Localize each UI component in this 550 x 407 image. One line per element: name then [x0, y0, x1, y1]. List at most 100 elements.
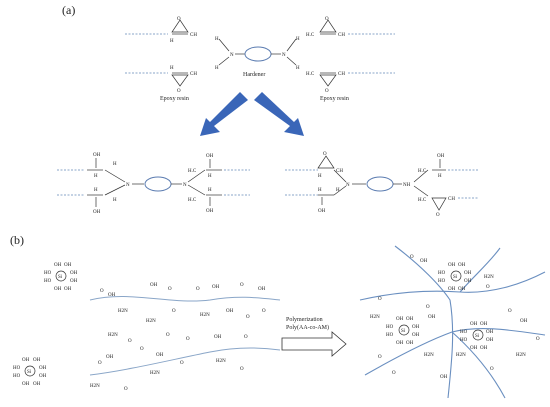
- svg-text:OH: OH: [420, 259, 428, 264]
- svg-text:H: H: [170, 66, 174, 71]
- svg-text:HO: HO: [44, 279, 52, 284]
- silica-particle-bottom-left: Si OH OH HO OH HO OH OH OH: [13, 358, 47, 387]
- svg-text:H.C: H.C: [418, 198, 427, 203]
- svg-text:O: O: [490, 367, 494, 372]
- svg-text:HO: HO: [386, 325, 394, 330]
- svg-text:H2N: H2N: [90, 384, 100, 389]
- epoxy-group-top-right-upper: H.C O CH: [306, 17, 395, 38]
- svg-text:H: H: [438, 174, 442, 179]
- svg-text:OH: OH: [54, 287, 62, 292]
- silica-particle-network-left: Si OH OH HO OH HO OH OH OH: [386, 317, 420, 346]
- silica-particle-top-left: Si OH OH HO OH HO OH OH OH: [44, 263, 78, 292]
- svg-text:OH: OH: [396, 341, 404, 346]
- svg-text:H2N: H2N: [484, 275, 494, 280]
- svg-text:OH: OH: [156, 353, 164, 358]
- svg-text:OH: OH: [412, 325, 420, 330]
- hardener-molecule: H N H N H H: [215, 37, 300, 71]
- svg-text:OH: OH: [106, 355, 114, 360]
- epoxy-resin-right-caption: Epoxy resin: [320, 96, 349, 102]
- svg-text:H2N: H2N: [424, 353, 434, 358]
- svg-text:OH: OH: [39, 374, 47, 379]
- svg-text:OH: OH: [448, 263, 456, 268]
- svg-text:Si: Si: [453, 275, 458, 280]
- silica-particle-network-top: Si OH OH HO OH HO OH OH OH: [438, 263, 472, 292]
- svg-text:H.C: H.C: [306, 72, 315, 77]
- svg-text:O: O: [436, 213, 440, 218]
- svg-text:H.C: H.C: [418, 169, 427, 174]
- svg-text:H2N: H2N: [456, 353, 466, 358]
- svg-text:OH: OH: [428, 315, 436, 320]
- svg-text:O: O: [323, 152, 327, 157]
- svg-text:OH: OH: [318, 209, 326, 214]
- svg-text:HO: HO: [13, 374, 21, 379]
- svg-text:HO: HO: [460, 338, 468, 343]
- svg-text:O: O: [186, 337, 190, 342]
- svg-text:HO: HO: [386, 333, 394, 338]
- svg-text:OH: OH: [480, 346, 488, 351]
- svg-text:O: O: [262, 309, 266, 314]
- svg-text:OH: OH: [93, 153, 101, 158]
- svg-text:OH: OH: [258, 287, 266, 292]
- svg-text:OH: OH: [33, 358, 41, 363]
- svg-text:OH: OH: [396, 317, 404, 322]
- svg-text:H: H: [296, 66, 300, 71]
- svg-text:O: O: [486, 285, 490, 290]
- svg-text:OH: OH: [64, 263, 72, 268]
- svg-text:H: H: [296, 37, 300, 42]
- svg-text:O: O: [325, 17, 329, 22]
- svg-text:O: O: [128, 339, 132, 344]
- svg-text:OH: OH: [70, 271, 78, 276]
- epoxy-group-top-left-lower: H O CH: [125, 66, 197, 94]
- hardener-core-ring: [244, 46, 272, 62]
- panel-a-label: (a): [62, 3, 75, 17]
- svg-text:H: H: [208, 174, 212, 179]
- svg-text:OH: OH: [458, 263, 466, 268]
- svg-text:OH: OH: [412, 333, 420, 338]
- svg-text:N: N: [282, 53, 286, 58]
- svg-text:O: O: [177, 17, 181, 22]
- svg-text:CH: CH: [190, 33, 197, 38]
- svg-text:O: O: [240, 283, 244, 288]
- svg-text:H2N: H2N: [118, 309, 128, 314]
- svg-text:OH: OH: [22, 358, 30, 363]
- svg-text:OH: OH: [64, 287, 72, 292]
- svg-text:H: H: [318, 188, 322, 193]
- svg-text:O: O: [140, 347, 144, 352]
- svg-text:H: H: [208, 188, 212, 193]
- svg-text:HO: HO: [44, 271, 52, 276]
- product-right-core-ring: [366, 176, 394, 192]
- svg-text:H: H: [215, 66, 219, 71]
- svg-text:OH: OH: [486, 330, 494, 335]
- svg-text:H: H: [336, 188, 340, 193]
- svg-text:O: O: [196, 287, 200, 292]
- svg-text:O: O: [168, 287, 172, 292]
- svg-text:Si: Si: [27, 370, 32, 375]
- svg-text:H2N: H2N: [370, 315, 380, 320]
- crosslinked-network: [359, 245, 546, 399]
- svg-text:CH: CH: [448, 197, 455, 202]
- svg-text:O: O: [244, 335, 248, 340]
- svg-text:OH: OH: [212, 285, 220, 290]
- svg-text:O: O: [177, 89, 181, 94]
- reaction-arrow-right: [254, 92, 304, 136]
- reaction-arrow-left: [200, 92, 248, 136]
- svg-text:N: N: [183, 183, 187, 188]
- svg-text:O: O: [392, 371, 396, 376]
- epoxy-resin-left-caption: Epoxy resin: [160, 96, 189, 102]
- svg-text:HO: HO: [438, 271, 446, 276]
- svg-text:CH: CH: [338, 72, 345, 77]
- svg-text:H2N: H2N: [146, 319, 156, 324]
- svg-text:O: O: [100, 289, 104, 294]
- epoxy-group-top-right-lower: H.C O CH: [306, 72, 395, 94]
- svg-text:OH: OH: [39, 366, 47, 371]
- copolymer-label: Poly(AA-co-AM): [286, 324, 329, 331]
- svg-text:OH: OH: [486, 338, 494, 343]
- svg-text:OH: OH: [108, 293, 116, 298]
- svg-text:OH: OH: [150, 283, 158, 288]
- svg-text:H.C: H.C: [306, 33, 315, 38]
- polymer-chains-before: O OH OH O O OH O OH H2N H2N O H2N OH O O…: [89, 283, 281, 392]
- svg-text:O: O: [98, 361, 102, 366]
- svg-text:O: O: [124, 387, 128, 392]
